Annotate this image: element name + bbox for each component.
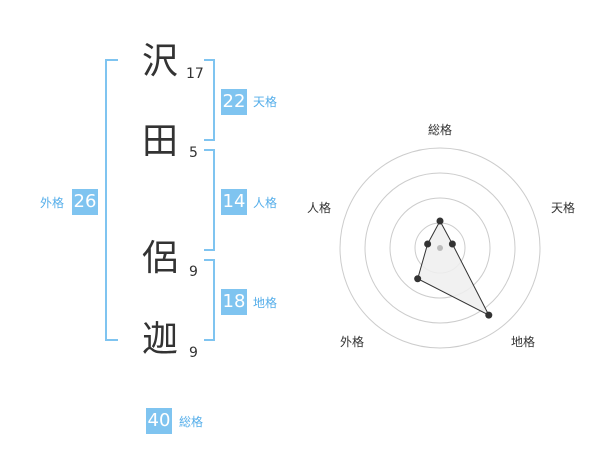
radar-axis-label-jin: 人格 [307, 201, 332, 215]
gai-value-badge: 26 [72, 189, 98, 215]
chi-bracket [204, 259, 215, 341]
jin-bracket [204, 149, 215, 251]
kanji-2: 田 [142, 121, 179, 162]
kanji-4-strokes: 9 [189, 345, 198, 361]
radar-axis-label-sou: 総格 [428, 123, 453, 137]
radar-center-dot [437, 245, 443, 251]
kanji-2-strokes: 5 [189, 145, 198, 161]
kanji-3: 侶 [142, 238, 179, 279]
radar-polygon [417, 219, 490, 317]
chi-label: 地格 [253, 296, 278, 310]
ten-value-badge: 22 [221, 89, 247, 115]
radar-point-4 [424, 240, 432, 248]
radar-points [414, 217, 493, 319]
radar-point-3 [414, 275, 422, 283]
radar-ring [339, 147, 541, 349]
radar-axis-label-ten: 天格 [551, 201, 576, 215]
kanji-4: 迦 [142, 319, 179, 360]
sou-value-badge: 40 [146, 408, 172, 434]
kanji-1: 沢 [142, 41, 179, 82]
radar-rings [339, 147, 541, 349]
sou-label: 総格 [179, 415, 204, 429]
radar-point-2 [485, 311, 493, 319]
jin-label: 人格 [253, 196, 278, 210]
ten-bracket [204, 59, 215, 141]
kanji-3-strokes: 9 [189, 264, 198, 280]
ten-label: 天格 [253, 95, 278, 109]
chi-value-badge: 18 [221, 289, 247, 315]
kanji-1-strokes: 17 [186, 66, 204, 82]
radar-ring [389, 197, 491, 299]
bracket-lines [105, 59, 215, 341]
radar-axis-label-chi: 地格 [511, 335, 536, 349]
radar-point-0 [436, 217, 444, 225]
radar-point-1 [448, 240, 456, 248]
radar-ring [364, 172, 516, 324]
gai-bracket [105, 59, 118, 341]
jin-value-badge: 14 [221, 189, 247, 215]
radar-axis-label-gai: 外格 [340, 335, 365, 349]
gai-label: 外格 [40, 196, 65, 210]
